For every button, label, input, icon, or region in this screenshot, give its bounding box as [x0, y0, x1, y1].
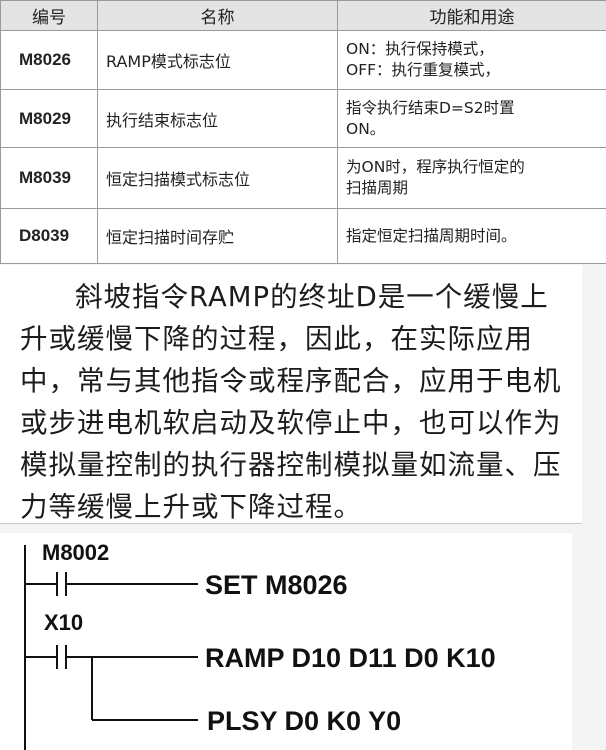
explanation-panel: 斜坡指令RAMP的终址D是一个缓慢上升或缓慢下降的过程，因此，在实际应用中，常与…	[0, 265, 582, 524]
explanation-paragraph: 斜坡指令RAMP的终址D是一个缓慢上升或缓慢下降的过程，因此，在实际应用中，常与…	[20, 281, 562, 523]
cell-code: M8029	[0, 89, 98, 148]
cell-name: 恒定扫描模式标志位	[97, 147, 338, 209]
cell-code: M8026	[0, 30, 98, 90]
rung2-contact-label: X10	[44, 610, 83, 635]
function-line: 扫描周期	[346, 179, 409, 197]
rung2-branch-instruction: PLSY D0 K0 Y0	[207, 706, 401, 736]
header-code: 编号	[0, 0, 98, 31]
rung2-instruction: RAMP D10 D11 D0 K10	[205, 643, 496, 673]
function-line: ON：执行保持模式，	[346, 40, 494, 58]
function-line: 为ON时，程序执行恒定的	[346, 158, 525, 176]
header-name: 名称	[97, 0, 338, 31]
cell-code: M8039	[0, 147, 98, 209]
table-row: D8039 恒定扫描时间存贮 指定恒定扫描周期时间。	[0, 208, 606, 264]
table-row: M8029 执行结束标志位 指令执行结束D=S2时置 ON。	[0, 89, 606, 148]
cell-name: 恒定扫描时间存贮	[97, 208, 338, 264]
cell-function: 指令执行结束D=S2时置 ON。	[337, 89, 606, 148]
header-function: 功能和用途	[337, 0, 606, 31]
cell-code: D8039	[0, 208, 98, 264]
cell-function: 指定恒定扫描周期时间。	[337, 208, 606, 264]
ladder-diagram-panel: M8002 SET M8026 X10 RAMP D10 D11 D0 K10 …	[0, 533, 572, 750]
ladder-diagram: M8002 SET M8026 X10 RAMP D10 D11 D0 K10 …	[24, 540, 496, 750]
normally-open-contact-icon	[56, 572, 67, 596]
rung1-contact-label: M8002	[42, 540, 109, 565]
cell-name: RAMP模式标志位	[97, 30, 338, 90]
table-row: M8026 RAMP模式标志位 ON：执行保持模式， OFF：执行重复模式，	[0, 30, 606, 90]
special-register-table: 编号 名称 功能和用途 M8026 RAMP模式标志位 ON：执行保持模式， O…	[0, 0, 606, 264]
function-line: 指定恒定扫描周期时间。	[346, 226, 517, 245]
normally-open-contact-icon	[56, 645, 67, 669]
cell-name: 执行结束标志位	[97, 89, 338, 148]
function-line: OFF：执行重复模式，	[346, 61, 501, 79]
table-header-row: 编号 名称 功能和用途	[0, 0, 606, 31]
table-row: M8039 恒定扫描模式标志位 为ON时，程序执行恒定的 扫描周期	[0, 147, 606, 209]
rung1-instruction: SET M8026	[205, 570, 348, 600]
cell-function: 为ON时，程序执行恒定的 扫描周期	[337, 147, 606, 209]
cell-function: ON：执行保持模式， OFF：执行重复模式，	[337, 30, 606, 90]
function-line: 指令执行结束D=S2时置	[346, 98, 515, 117]
function-line: ON。	[346, 119, 386, 138]
